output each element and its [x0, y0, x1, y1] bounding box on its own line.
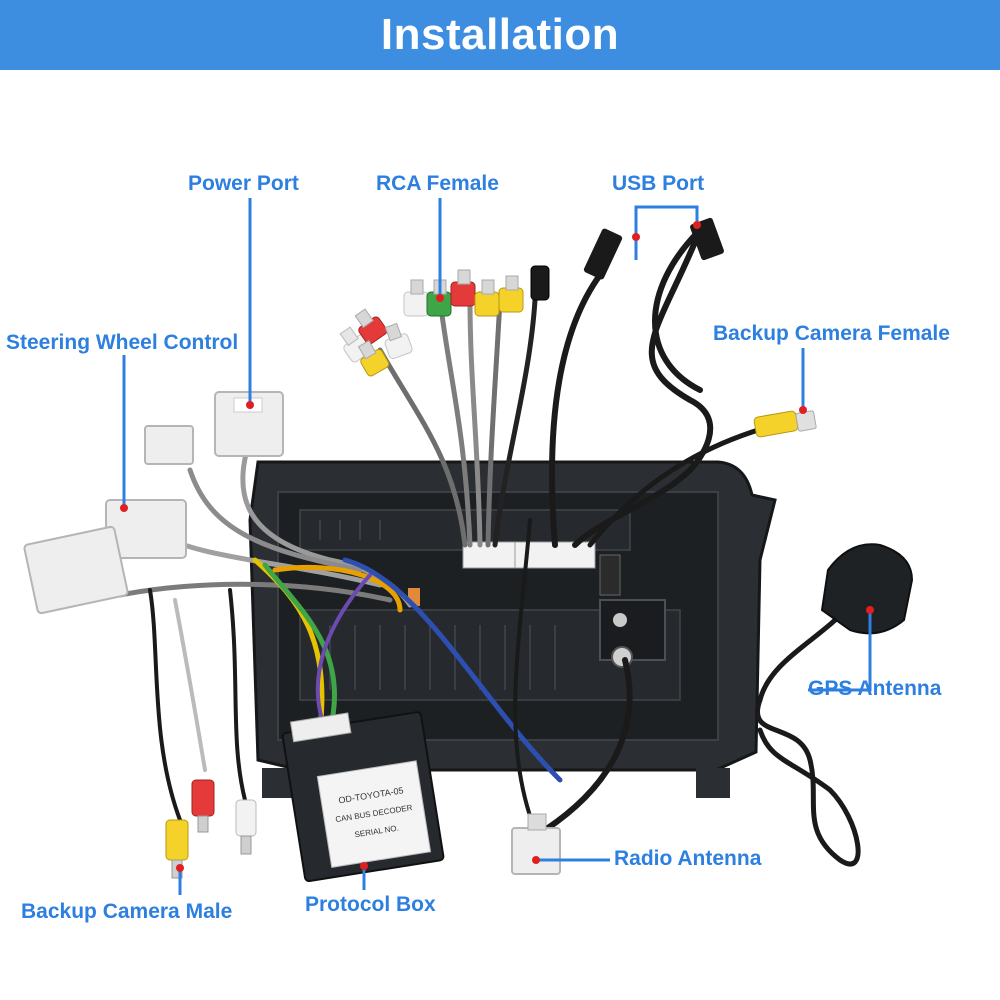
label-usb-port: USB Port	[612, 172, 705, 195]
label-power-port: Power Port	[188, 172, 299, 195]
backup-camera-female-plug	[753, 410, 817, 438]
gps-antenna-device	[820, 543, 914, 635]
protocol-box: OD-TOYOTA-05 CAN BUS DECODER SERIAL NO.	[281, 711, 445, 883]
label-rca-female: RCA Female	[376, 172, 499, 195]
label-backup-camera-female: Backup Camera Female	[713, 322, 950, 345]
label-gps-antenna: GPS Antenna	[808, 677, 942, 700]
radio-antenna-connector	[511, 813, 561, 875]
rca-plugs	[339, 265, 550, 377]
header-banner: Installation	[0, 0, 1000, 70]
cable-bundle	[117, 227, 861, 867]
label-steering-wheel-control: Steering Wheel Control	[6, 331, 239, 354]
page-title: Installation	[380, 10, 620, 59]
red-markers	[120, 221, 874, 872]
usb-plugs	[583, 217, 724, 280]
steering-wheel-connectors	[105, 425, 194, 559]
label-radio-antenna: Radio Antenna	[614, 847, 762, 870]
radio-harness-connector	[23, 525, 129, 615]
label-backup-camera-male: Backup Camera Male	[21, 900, 233, 923]
label-protocol-box: Protocol Box	[305, 893, 436, 916]
